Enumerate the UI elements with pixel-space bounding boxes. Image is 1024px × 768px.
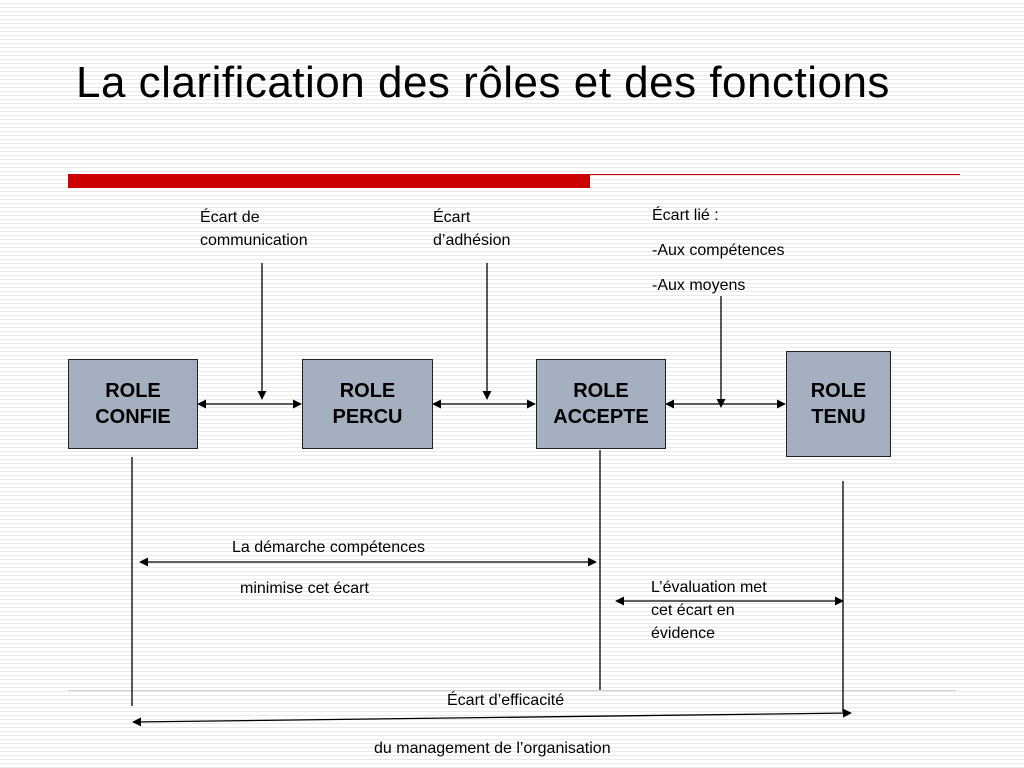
demarche-label-bottom: minimise cet écart xyxy=(240,580,369,597)
box-line: CONFIE xyxy=(95,406,171,428)
box-line: ROLE xyxy=(105,380,161,402)
box-role-tenu: ROLE TENU xyxy=(786,351,891,457)
footer-divider xyxy=(68,690,956,691)
label-line: Écart xyxy=(433,209,471,226)
box-line: PERCU xyxy=(332,406,403,428)
title-underline-red xyxy=(68,174,590,188)
label-line: cet écart en xyxy=(651,602,735,619)
gap-adhesion-label: Écart d’adhésion xyxy=(433,206,510,252)
label-line: Écart de xyxy=(200,209,260,226)
box-role-accepte: ROLE ACCEPTE xyxy=(536,359,666,449)
evaluation-label: L’évaluation met cet écart en évidence xyxy=(651,576,767,645)
title-underline-thin xyxy=(590,174,960,175)
label-line: d’adhésion xyxy=(433,232,511,249)
label-line: communication xyxy=(200,232,308,249)
gap-communication-label: Écart de communication xyxy=(200,206,308,252)
label-line: Écart lié : xyxy=(652,207,719,224)
gap-lie-label: Écart lié : -Aux compétences -Aux moyens xyxy=(652,198,785,303)
box-line: ACCEPTE xyxy=(553,406,649,428)
box-line: TENU xyxy=(811,406,866,428)
box-line: ROLE xyxy=(573,380,629,402)
demarche-label-top: La démarche compétences xyxy=(232,539,425,556)
page-title: La clarification des rôles et des foncti… xyxy=(76,58,890,107)
arrow-efficacite xyxy=(132,708,852,727)
box-line: ROLE xyxy=(339,380,396,402)
efficacite-label-bottom: du management de l’organisation xyxy=(374,740,611,757)
efficacite-label-top: Écart d’efficacité xyxy=(447,692,565,709)
box-role-percu: ROLE PERCU xyxy=(302,359,433,449)
label-line: -Aux moyens xyxy=(652,277,746,294)
label-line: évidence xyxy=(651,625,716,642)
label-line: L’évaluation met xyxy=(651,579,767,596)
box-line: ROLE xyxy=(810,380,867,402)
label-line: -Aux compétences xyxy=(652,242,785,259)
box-role-confie: ROLE CONFIE xyxy=(68,359,198,449)
